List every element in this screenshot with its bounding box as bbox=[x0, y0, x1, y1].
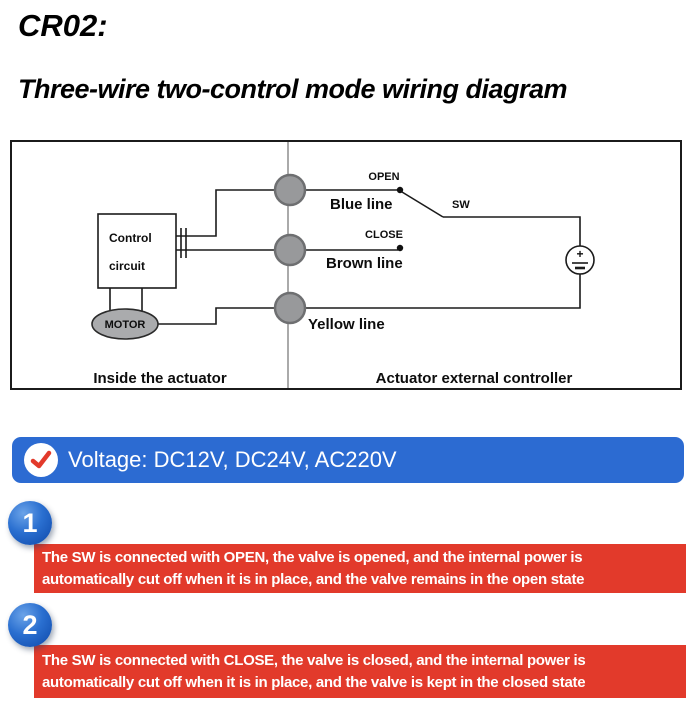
external-controller-label: Actuator external controller bbox=[376, 370, 573, 387]
switch-arm bbox=[401, 191, 444, 218]
connector-blue bbox=[273, 173, 307, 207]
wiring-diagram: Control circuit MOTOR + OPEN Blue line C… bbox=[10, 140, 682, 390]
checkmark-icon bbox=[24, 443, 58, 477]
control-label-line1: Control bbox=[109, 231, 152, 245]
connector-yellow bbox=[273, 291, 307, 325]
note-2-badge: 2 bbox=[8, 603, 52, 647]
note-1-text: The SW is connected with OPEN, the valve… bbox=[34, 544, 686, 593]
note-2-text: The SW is connected with CLOSE, the valv… bbox=[34, 645, 686, 698]
blue-wire-left bbox=[176, 189, 275, 237]
battery-return-wire bbox=[305, 274, 581, 309]
yellow-line-label: Yellow line bbox=[308, 316, 385, 333]
close-contact-dot bbox=[396, 244, 404, 252]
note-1-line-1: The SW is connected with OPEN, the valve… bbox=[42, 549, 583, 566]
blue-line-label: Blue line bbox=[330, 196, 393, 213]
control-label-line2: circuit bbox=[109, 259, 145, 273]
wiring-diagram-svg: Control circuit MOTOR + OPEN Blue line C… bbox=[91, 142, 595, 388]
connector-brown bbox=[273, 233, 307, 267]
battery-plus-label: + bbox=[576, 247, 583, 261]
motor bbox=[91, 308, 159, 340]
model-heading: CR02: bbox=[18, 8, 108, 43]
brown-line-label: Brown line bbox=[326, 255, 403, 272]
battery-icon bbox=[565, 245, 595, 275]
inside-actuator-label: Inside the actuator bbox=[93, 370, 227, 387]
page-title: Three-wire two-control mode wiring diagr… bbox=[18, 74, 568, 104]
note-2-line-1: The SW is connected with CLOSE, the valv… bbox=[42, 652, 586, 669]
control-circuit-box bbox=[97, 213, 177, 289]
note-1-badge: 1 bbox=[8, 501, 52, 545]
motor-label: MOTOR bbox=[105, 319, 146, 331]
voltage-banner: Voltage: DC12V, DC24V, AC220V bbox=[12, 437, 684, 483]
note-1-line-2: automatically cut off when it is in plac… bbox=[42, 571, 585, 588]
switch-common-wire bbox=[443, 216, 581, 246]
open-label: OPEN bbox=[368, 171, 399, 183]
close-label: CLOSE bbox=[365, 229, 403, 241]
sw-label: SW bbox=[452, 199, 470, 211]
voltage-text: Voltage: DC12V, DC24V, AC220V bbox=[68, 447, 397, 472]
open-contact-dot bbox=[396, 186, 404, 194]
yellow-wire-left bbox=[158, 307, 275, 325]
note-2-line-2: automatically cut off when it is in plac… bbox=[42, 674, 586, 691]
